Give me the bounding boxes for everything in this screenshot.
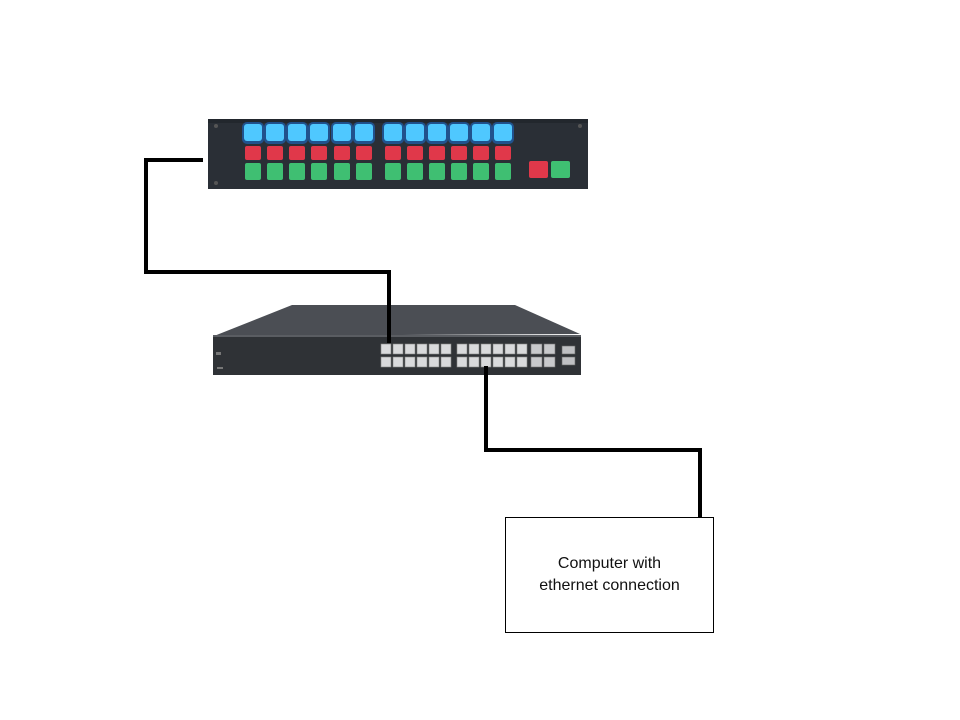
control-panel (208, 119, 588, 189)
ethernet-port (392, 343, 404, 355)
switch-port-array (380, 343, 576, 368)
ethernet-port (504, 343, 516, 355)
blue-button (288, 124, 306, 141)
switch-top (214, 305, 580, 336)
ethernet-port (480, 356, 492, 368)
panel-to-switch-cable (144, 158, 391, 343)
red-button (356, 146, 372, 160)
ethernet-port (440, 343, 452, 355)
panel-screw (214, 181, 218, 185)
blue-button (244, 124, 262, 141)
switch-to-computer-cable (484, 366, 702, 518)
red-button (473, 146, 489, 160)
ethernet-port (456, 343, 468, 355)
red-button (311, 146, 327, 160)
ethernet-port (468, 356, 480, 368)
red-button (407, 146, 423, 160)
ethernet-port (380, 343, 392, 355)
blue-button (428, 124, 446, 141)
ethernet-port (456, 356, 468, 368)
red-button (289, 146, 305, 160)
red-button (267, 146, 283, 160)
red-button (334, 146, 350, 160)
green-button (429, 163, 445, 180)
network-switch (213, 305, 581, 375)
ethernet-port (492, 356, 504, 368)
ethernet-port (404, 343, 416, 355)
green-button (356, 163, 372, 180)
ethernet-port (492, 343, 504, 355)
ethernet-port (468, 343, 480, 355)
red-button (429, 146, 445, 160)
green-button (267, 163, 283, 180)
blue-button (355, 124, 373, 141)
switch-led (216, 352, 221, 355)
ethernet-port (428, 343, 440, 355)
ethernet-port (516, 343, 528, 355)
panel-screw (578, 124, 582, 128)
red-button (451, 146, 467, 160)
red-button (385, 146, 401, 160)
green-button (311, 163, 327, 180)
uplink-port (530, 356, 543, 368)
green-button (334, 163, 350, 180)
green-button (245, 163, 261, 180)
ethernet-port (392, 356, 404, 368)
main-red-button (529, 161, 548, 178)
ethernet-port (440, 356, 452, 368)
green-button (473, 163, 489, 180)
ethernet-port (428, 356, 440, 368)
green-button (289, 163, 305, 180)
panel-screw (214, 124, 218, 128)
green-button (385, 163, 401, 180)
blue-button (472, 124, 490, 141)
blue-button (494, 124, 512, 141)
blue-button (384, 124, 402, 141)
sfp-port (561, 345, 576, 355)
blue-button (333, 124, 351, 141)
green-button (495, 163, 511, 180)
sfp-port (561, 356, 576, 366)
blue-button (406, 124, 424, 141)
ethernet-port (404, 356, 416, 368)
ethernet-port (380, 356, 392, 368)
blue-button (310, 124, 328, 141)
switch-front (213, 335, 581, 375)
green-button (451, 163, 467, 180)
ethernet-port (416, 343, 428, 355)
switch-power (217, 367, 223, 369)
uplink-port (530, 343, 543, 355)
computer-label: Computer with ethernet connection (539, 555, 680, 594)
red-button (245, 146, 261, 160)
ethernet-port (504, 356, 516, 368)
panel-button-grid (242, 122, 514, 180)
blue-button (450, 124, 468, 141)
control-panel-top-edge (208, 119, 588, 123)
switch-edge (213, 335, 581, 337)
computer-node: Computer with ethernet connection (505, 517, 714, 633)
main-green-button (551, 161, 570, 178)
ethernet-port (416, 356, 428, 368)
ethernet-port (516, 356, 528, 368)
blue-button (266, 124, 284, 141)
red-button (495, 146, 511, 160)
uplink-port (543, 356, 556, 368)
ethernet-port (480, 343, 492, 355)
uplink-port (543, 343, 556, 355)
green-button (407, 163, 423, 180)
